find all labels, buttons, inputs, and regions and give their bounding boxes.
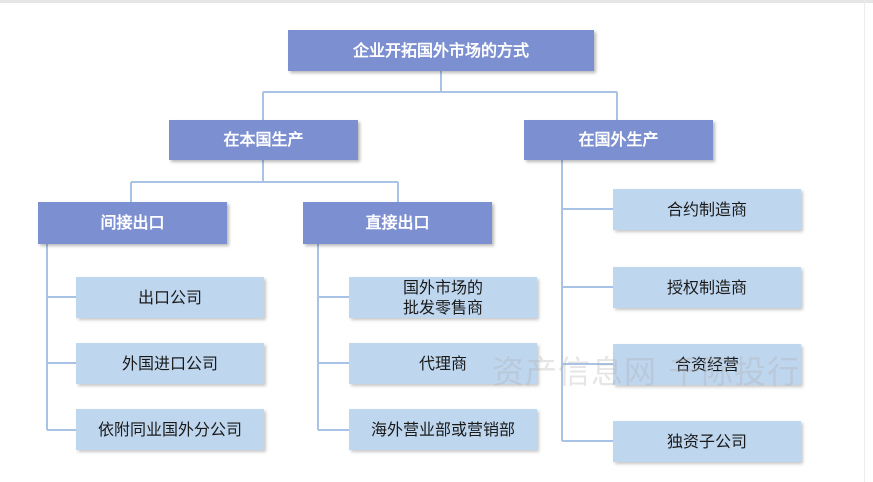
domestic-connector	[130, 160, 399, 202]
foreign-item-joint-venture: 合资经营	[613, 344, 801, 385]
indirect-item-export-company: 出口公司	[76, 277, 264, 318]
foreign-production-node: 在国外生产	[524, 120, 713, 160]
top-border	[0, 0, 873, 3]
direct-item-overseas-branch: 海外营业部或营销部	[349, 409, 537, 450]
foreign-item-licensed-manufacturer: 授权制造商	[613, 267, 801, 308]
indirect-item-affiliate-branch: 依附同业国外分公司	[76, 409, 264, 450]
indirect-connector	[46, 244, 76, 431]
indirect-export-node: 间接出口	[38, 202, 227, 244]
foreign-item-wholly-owned-subsidiary: 独资子公司	[613, 421, 801, 462]
direct-export-node: 直接出口	[303, 202, 492, 244]
domestic-production-node: 在本国生产	[169, 120, 358, 160]
direct-item-agent: 代理商	[349, 343, 537, 384]
foreign-connector	[561, 160, 613, 442]
direct-connector	[317, 244, 349, 431]
watermark-text: 资产信息网 千际投行	[492, 353, 801, 391]
direct-item-wholesale-retail: 国外市场的 批发零售商	[349, 277, 537, 318]
root-node: 企业开拓国外市场的方式	[288, 30, 594, 71]
right-border	[864, 0, 865, 482]
root-connector	[262, 71, 618, 120]
indirect-item-foreign-import-company: 外国进口公司	[76, 343, 264, 384]
foreign-item-contract-manufacturer: 合约制造商	[613, 189, 801, 230]
